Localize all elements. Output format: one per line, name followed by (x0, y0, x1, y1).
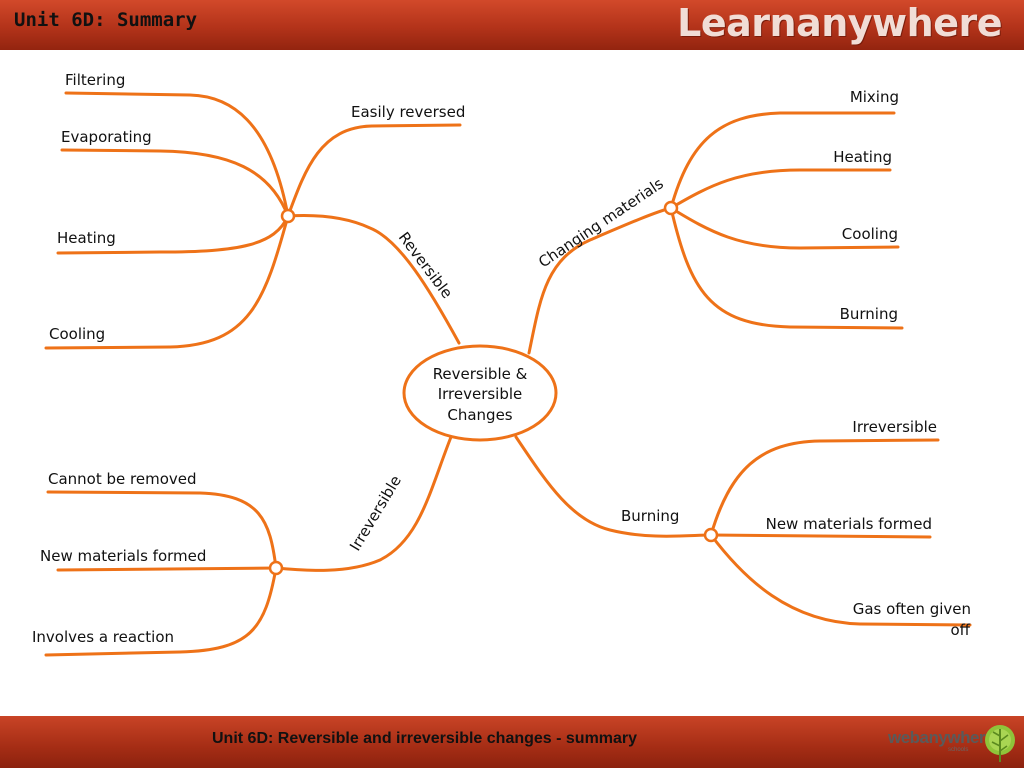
leaf-rev-heating: Heating (57, 229, 116, 247)
branch-label-irreversible: Irreversible (346, 472, 405, 554)
edge-irreversible (274, 435, 453, 572)
centre-line-3: Changes (447, 406, 512, 424)
footer-title: Unit 6D: Reversible and irreversible cha… (212, 730, 638, 747)
webanywhere-logo: webanywhere schools (886, 720, 1018, 764)
centre-line-1: Reversible & (433, 365, 528, 383)
edge-b-new-materials (709, 533, 932, 539)
leaf-b-gas-line-2: off (950, 621, 970, 639)
webanywhere-logo-sub: schools (948, 747, 969, 753)
hub-burning (703, 527, 719, 543)
branch-label-burning: Burning (621, 507, 679, 525)
edge-rev-cooling (44, 214, 290, 350)
leaf-new-materials-left: New materials formed (40, 547, 206, 565)
edge-ch-heating (669, 168, 892, 210)
mind-map: Reversible & Irreversible Changes Revers… (32, 71, 972, 657)
edge-reversible (286, 214, 461, 345)
leaf-b-new-materials: New materials formed (766, 515, 932, 533)
edge-new-materials-left (56, 566, 278, 572)
header-bar: Unit 6D: Summary Learnanywhere (0, 0, 1024, 50)
centre-node (402, 344, 558, 442)
leaf-b-irreversible: Irreversible (852, 418, 937, 436)
centre-line-2: Irreversible (438, 385, 523, 403)
leaf-ch-heating: Heating (833, 148, 892, 166)
leaf-filtering: Filtering (65, 71, 125, 89)
leaf-b-gas-line-1: Gas often given (853, 600, 971, 618)
edge-filtering (64, 91, 290, 218)
leaf-cannot-be-removed: Cannot be removed (48, 470, 197, 488)
edge-mixing (669, 111, 896, 210)
leaf-mixing: Mixing (850, 88, 899, 106)
hub-irreversible (268, 560, 284, 576)
footer-bar: Unit 6D: Reversible and irreversible cha… (0, 716, 1024, 768)
edge-involves-reaction (44, 566, 278, 657)
branch-label-changing: Changing materials (535, 174, 667, 271)
edge-ch-burning (669, 206, 904, 330)
edge-evaporating (60, 148, 290, 218)
edge-b-irreversible (709, 438, 940, 537)
leaf-rev-cooling: Cooling (49, 325, 105, 343)
edge-ch-cooling (669, 206, 900, 250)
leaf-ch-burning: Burning (840, 305, 898, 323)
brand-logo: Learnanywhere (677, 1, 1002, 45)
hub-changing (663, 200, 679, 216)
edge-changing (527, 206, 673, 355)
page-title: Unit 6D: Summary (14, 9, 198, 31)
edge-cannot-be-removed (46, 490, 278, 570)
leaf-icon (985, 725, 1015, 762)
leaf-involves-reaction: Involves a reaction (32, 628, 174, 646)
hub-reversible (280, 208, 296, 224)
leaf-ch-cooling: Cooling (842, 225, 898, 243)
leaf-evaporating: Evaporating (61, 128, 152, 146)
edge-b-gas (709, 533, 972, 627)
edge-rev-heating (56, 214, 290, 255)
webanywhere-logo-text: webanywhere (888, 728, 995, 747)
branch-label-reversible: Reversible (395, 229, 456, 302)
leaf-easily-reversed: Easily reversed (351, 103, 465, 121)
edge-burning (514, 435, 713, 538)
edge-easily-reversed (286, 123, 462, 218)
